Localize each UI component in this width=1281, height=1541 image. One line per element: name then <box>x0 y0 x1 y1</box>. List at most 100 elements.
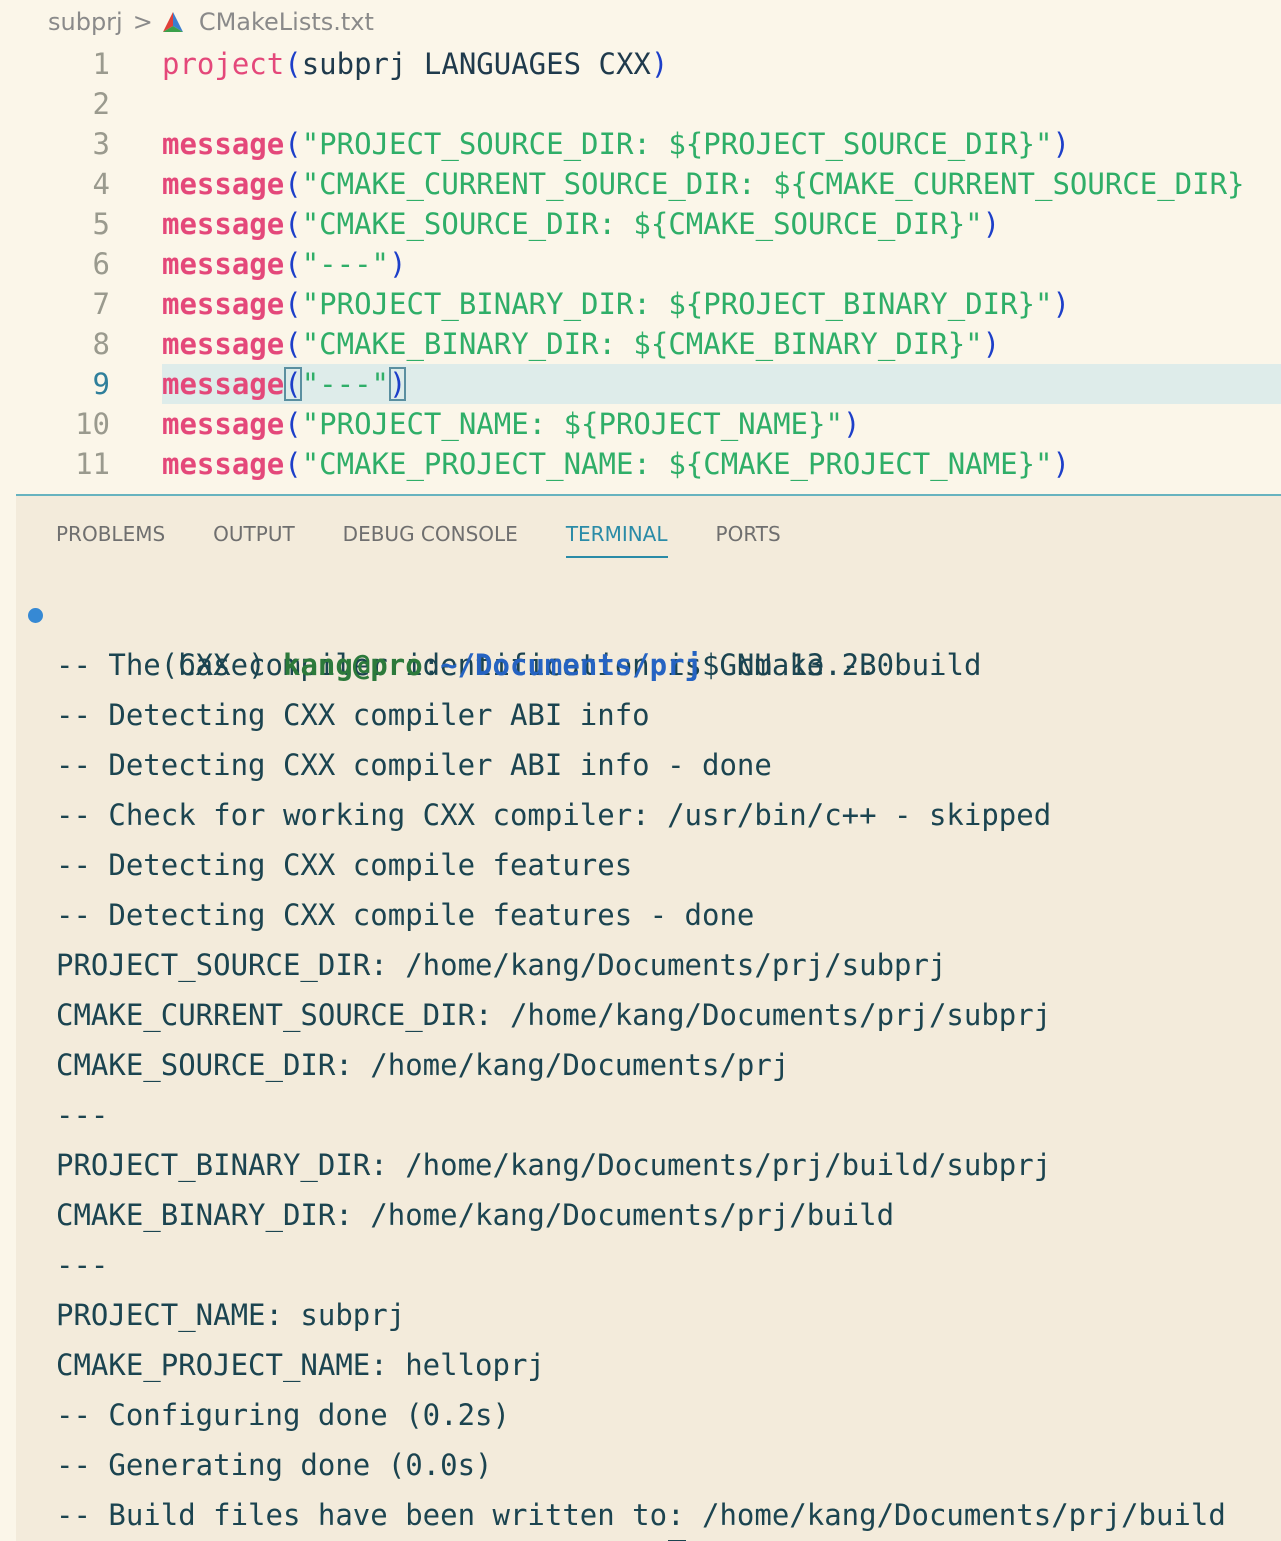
terminal-output-line: -- Detecting CXX compiler ABI info <box>56 698 650 732</box>
terminal-output-line: PROJECT_SOURCE_DIR: /home/kang/Documents… <box>56 948 947 982</box>
prompt-command: cmake -B build <box>736 648 982 682</box>
code-open-paren: ( <box>284 287 302 321</box>
terminal-output-line: PROJECT_BINARY_DIR: /home/kang/Documents… <box>56 1148 1052 1182</box>
breadcrumb-separator: > <box>132 8 153 36</box>
line-number: 8 <box>92 327 110 361</box>
terminal-output: -- The CXX compiler identification is GN… <box>56 640 1281 1541</box>
line-code: message("CMAKE_SOURCE_DIR: ${CMAKE_SOURC… <box>162 204 1281 244</box>
terminal-output-line: -- Configuring done (0.2s) <box>56 1398 510 1432</box>
code-function: message <box>162 407 285 441</box>
line-code: message("---") <box>162 244 1281 284</box>
code-close-paren: ) <box>1052 127 1070 161</box>
code-line[interactable]: 2 <box>0 84 1281 124</box>
line-code <box>162 84 1281 124</box>
code-open-paren: ( <box>284 47 302 81</box>
code-line[interactable]: 8 message("CMAKE_BINARY_DIR: ${CMAKE_BINA… <box>0 324 1281 364</box>
code-line[interactable]: 10 message("PROJECT_NAME: ${PROJECT_NAME}… <box>0 404 1281 444</box>
code-open-paren: ( <box>284 167 302 201</box>
terminal-output-line: CMAKE_SOURCE_DIR: /home/kang/Documents/p… <box>56 1048 790 1082</box>
terminal-output-line: -- Check for working CXX compiler: /usr/… <box>56 798 1052 832</box>
code-function: message <box>162 247 285 281</box>
code-open-paren: ( <box>284 327 302 361</box>
terminal[interactable]: (base) kang@pro:~/Documents/prj$ cmake -… <box>28 590 1281 1541</box>
bottom-panel: PROBLEMS OUTPUT DEBUG CONSOLE TERMINAL P… <box>16 494 1281 1541</box>
terminal-output-line: -- Detecting CXX compile features <box>56 848 633 882</box>
code-function: message <box>162 207 285 241</box>
code-close-paren: ) <box>982 327 1001 361</box>
code-close-paren: ) <box>389 247 407 281</box>
code-function: message <box>162 327 285 361</box>
tab-output[interactable]: OUTPUT <box>213 522 295 546</box>
code-open-paren: ( <box>284 207 302 241</box>
terminal-output-line: -- The CXX compiler identification is GN… <box>56 648 895 682</box>
code-close-paren: ) <box>650 47 669 81</box>
breadcrumb-file[interactable]: CMakeLists.txt <box>198 8 374 36</box>
code-argument: "---" <box>301 367 389 401</box>
code-open-paren: ( <box>284 127 302 161</box>
line-number: 3 <box>92 127 110 161</box>
code-close-paren: ) <box>389 367 407 401</box>
breadcrumb-folder[interactable]: subprj <box>48 8 123 36</box>
prompt-user-host: kang@pro <box>282 648 423 682</box>
code-open-paren: ( <box>284 367 302 401</box>
line-number: 2 <box>92 87 110 121</box>
terminal-output-line: -- Detecting CXX compile features - done <box>56 898 755 932</box>
code-argument: "PROJECT_NAME: ${PROJECT_NAME}" <box>301 407 843 441</box>
prompt-env: (base) <box>160 648 283 682</box>
terminal-output-line: --- <box>56 1248 109 1282</box>
line-number: 5 <box>92 207 110 241</box>
line-code: message("PROJECT_BINARY_DIR: ${PROJECT_B… <box>162 284 1281 324</box>
line-code: message("---") <box>162 364 1281 404</box>
code-open-paren: ( <box>284 407 302 441</box>
code-line[interactable]: 11 message("CMAKE_PROJECT_NAME: ${CMAKE_P… <box>0 444 1281 484</box>
cmake-triangle-icon <box>161 10 185 34</box>
code-close-paren: ) <box>1052 447 1070 481</box>
code-line[interactable]: 5 message("CMAKE_SOURCE_DIR: ${CMAKE_SOUR… <box>0 204 1281 244</box>
line-number: 4 <box>92 167 110 201</box>
code-line[interactable]: 4 message("CMAKE_CURRENT_SOURCE_DIR: ${CM… <box>0 164 1281 204</box>
terminal-output-line: -- Detecting CXX compiler ABI info - don… <box>56 748 772 782</box>
terminal-output-line: -- Generating done (0.0s) <box>56 1448 493 1482</box>
tab-terminal[interactable]: TERMINAL <box>565 516 668 558</box>
code-close-paren: ) <box>1052 287 1070 321</box>
code-close-paren: ) <box>982 207 1001 241</box>
code-line[interactable]: 7 message("PROJECT_BINARY_DIR: ${PROJECT_… <box>0 284 1281 324</box>
line-number: 10 <box>75 407 110 441</box>
code-argument: "CMAKE_PROJECT_NAME: ${CMAKE_PROJECT_NAM… <box>301 447 1053 481</box>
tab-problems[interactable]: PROBLEMS <box>56 522 166 546</box>
terminal-output-line: PROJECT_NAME: subprj <box>56 1298 406 1332</box>
line-code: message("CMAKE_BINARY_DIR: ${CMAKE_BINAR… <box>162 324 1281 364</box>
code-open-paren: ( <box>284 447 302 481</box>
code-argument: "---" <box>301 247 389 281</box>
prompt-path: ~/Documents/prj <box>440 648 703 682</box>
code-function: message <box>162 367 285 401</box>
code-open-paren: ( <box>284 247 302 281</box>
code-function: message <box>162 287 285 321</box>
code-function: message <box>162 127 285 161</box>
terminal-output-line: CMAKE_BINARY_DIR: /home/kang/Documents/p… <box>56 1198 895 1232</box>
terminal-prompt-line: (base) kang@pro:~/Documents/prj$ cmake -… <box>28 590 1281 682</box>
tab-debug-console[interactable]: DEBUG CONSOLE <box>342 522 518 546</box>
code-line[interactable]: 3 message("PROJECT_SOURCE_DIR: ${PROJECT_… <box>0 124 1281 164</box>
code-argument: "CMAKE_CURRENT_SOURCE_DIR: ${CMAKE_CURRE… <box>301 167 1245 201</box>
code-function: message <box>162 447 285 481</box>
prompt-colon: : <box>422 648 441 682</box>
terminal-output-line: CMAKE_PROJECT_NAME: helloprj <box>56 1348 545 1382</box>
line-number: 7 <box>92 287 110 321</box>
breadcrumb: subprj > CMakeLists.txt <box>48 4 374 40</box>
line-code: message("CMAKE_CURRENT_SOURCE_DIR: ${CMA… <box>162 164 1281 204</box>
command-status-dot-icon[interactable] <box>28 608 43 623</box>
code-line[interactable]: 6 message("---") <box>0 244 1281 284</box>
tab-ports[interactable]: PORTS <box>715 522 781 546</box>
panel-tabs: PROBLEMS OUTPUT DEBUG CONSOLE TERMINAL P… <box>56 516 829 558</box>
code-argument: "CMAKE_BINARY_DIR: ${CMAKE_BINARY_DIR}" <box>301 327 983 361</box>
line-code: message("PROJECT_SOURCE_DIR: ${PROJECT_S… <box>162 124 1281 164</box>
code-function: message <box>162 167 285 201</box>
line-number: 6 <box>92 247 110 281</box>
line-number: 1 <box>92 47 110 81</box>
terminal-output-line: --- <box>56 1098 109 1132</box>
line-number: 11 <box>75 447 110 481</box>
